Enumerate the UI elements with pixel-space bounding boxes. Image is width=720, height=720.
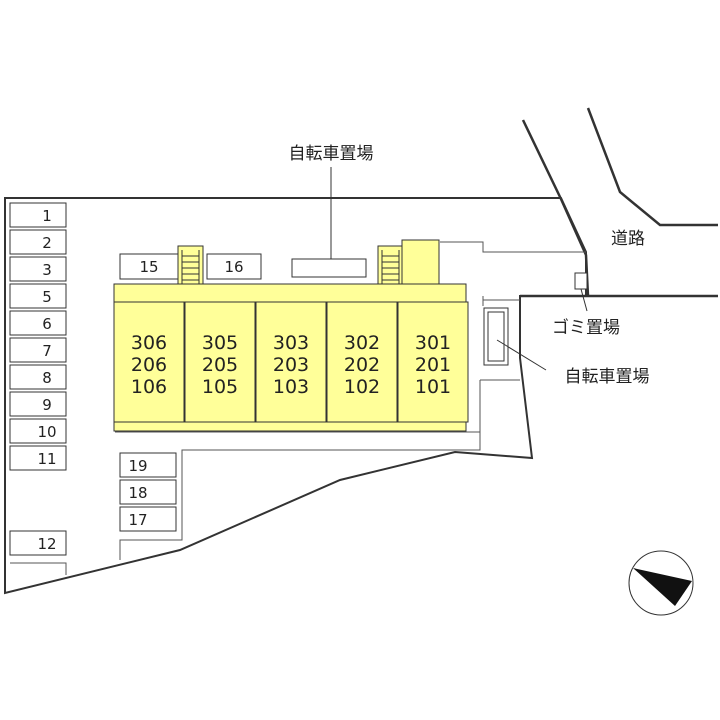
parking-slot-left-label: 7 (42, 342, 52, 360)
unit-number: 202 (344, 354, 380, 376)
unit-number: 306 (131, 332, 167, 354)
parking-slot-left: 5 (9, 283, 67, 309)
parking-slot-16: 16 (206, 253, 262, 280)
parking-slot-left: 8 (9, 364, 67, 390)
north-arrow-icon (628, 550, 694, 616)
bicycle-parking-top-label: 自転車置場 (289, 144, 374, 164)
road-label: 道路 (611, 229, 645, 249)
road-lines (520, 107, 718, 298)
unit-number: 203 (273, 354, 309, 376)
parking-slot-left-label: 10 (37, 423, 56, 441)
bicycle-parking-right-leader (496, 339, 547, 371)
parking-slot-left: 7 (9, 337, 67, 363)
parking-slot-bottom: 18 (119, 479, 177, 505)
unit-number: 103 (273, 376, 309, 398)
parking-slot-left-label: 11 (37, 450, 56, 468)
site-boundary (4, 197, 587, 595)
parking-slot-left-label: 3 (42, 261, 52, 279)
parking-slot-left: 9 (9, 391, 67, 417)
bicycle-parking-top-area (291, 258, 367, 278)
parking-slot-12-label: 12 (37, 535, 56, 553)
garbage-area (574, 272, 588, 290)
parking-slot-left-label: 9 (42, 396, 52, 414)
stair-left (177, 245, 204, 287)
unit-columns: 3062061063052051053032031033022021023012… (113, 301, 469, 423)
parking-slot-12: 12 (9, 530, 67, 556)
parking-slot-left: 1 (9, 202, 67, 228)
parking-slot-left-label: 6 (42, 315, 52, 333)
parking-slot-left-label: 8 (42, 369, 52, 387)
unit-number: 301 (415, 332, 451, 354)
parking-bottom-column: 19 18 17 (119, 452, 177, 532)
parking-slot-15: 15 (119, 253, 179, 280)
unit-number: 105 (202, 376, 238, 398)
bicycle-parking-right-label: 自転車置場 (565, 367, 650, 387)
parking-left-column: 1 2 3 5 6 7 8 9 10 11 (9, 202, 67, 471)
parking-slot-bottom: 17 (119, 506, 177, 532)
parking-slot-left-label: 1 (42, 207, 52, 225)
stair-right (377, 245, 404, 287)
unit-number: 206 (131, 354, 167, 376)
unit-number: 305 (202, 332, 238, 354)
bicycle-parking-right-inner (487, 311, 505, 362)
unit-number: 201 (415, 354, 451, 376)
parking-slot-left: 6 (9, 310, 67, 336)
unit-number: 205 (202, 354, 238, 376)
unit-number: 101 (415, 376, 451, 398)
parking-slot-15-label: 15 (139, 258, 158, 276)
building: 3062061063052051053032031033022021023012… (113, 283, 469, 432)
parking-slot-left-label: 2 (42, 234, 52, 252)
parking-slot-left: 3 (9, 256, 67, 282)
unit-number: 303 (273, 332, 309, 354)
parking-slot-left: 11 (9, 445, 67, 471)
driveway-lines (10, 241, 586, 575)
parking-slot-bottom-label: 17 (128, 511, 147, 529)
garbage-leader (580, 288, 588, 312)
parking-slot-left: 2 (9, 229, 67, 255)
parking-slot-bottom-label: 18 (128, 484, 147, 502)
unit-number: 302 (344, 332, 380, 354)
unit-number: 102 (344, 376, 380, 398)
garbage-label: ゴミ置場 (552, 317, 620, 338)
parking-slot-left-label: 5 (42, 288, 52, 306)
elevator-block (401, 239, 440, 287)
parking-slot-bottom-label: 19 (128, 457, 147, 475)
unit-number: 106 (131, 376, 167, 398)
parking-slot-left: 10 (9, 418, 67, 444)
parking-slot-16-label: 16 (224, 258, 243, 276)
parking-slot-bottom: 19 (119, 452, 177, 478)
